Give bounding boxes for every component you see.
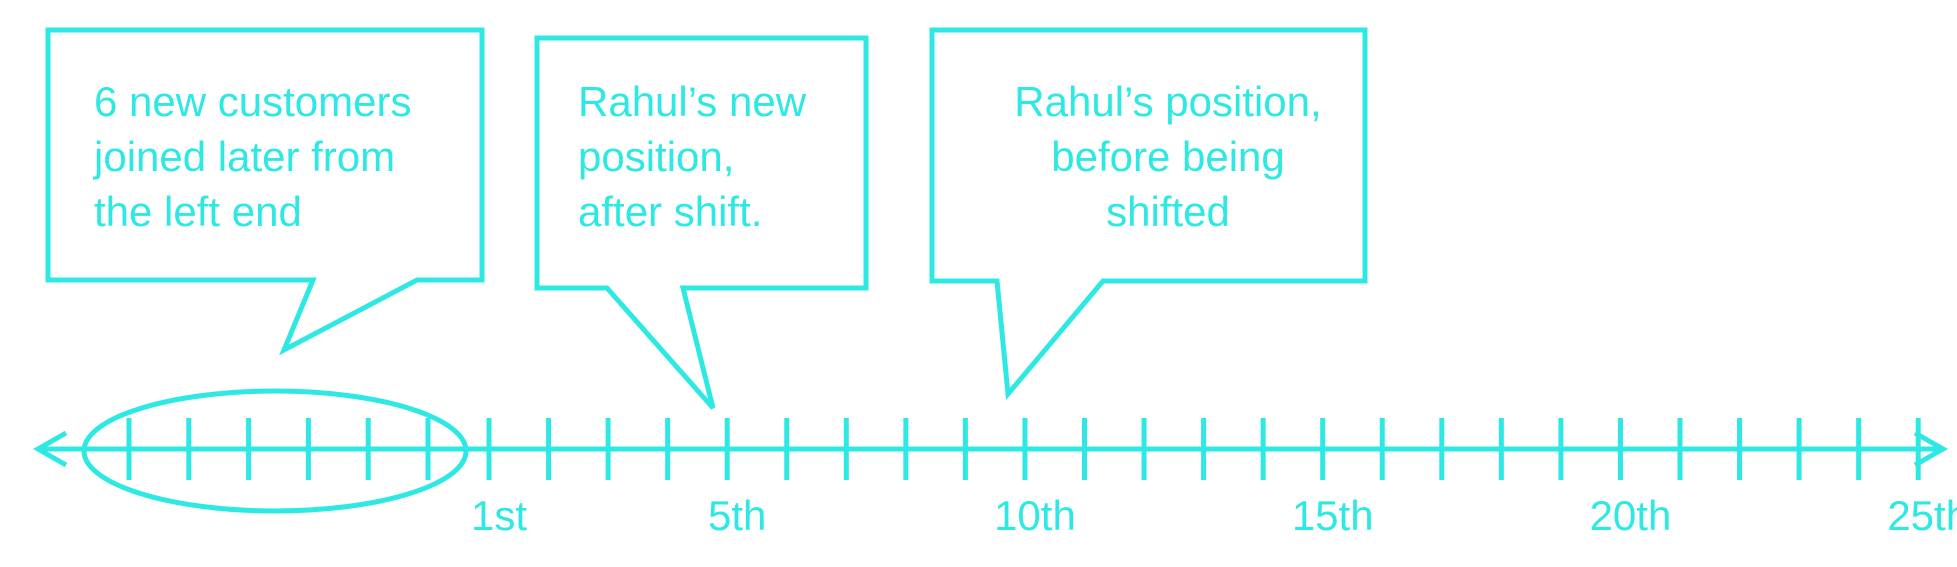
- tick-label: 20th: [1590, 492, 1672, 539]
- new-customers-ellipse: [81, 388, 469, 514]
- callout-text-line: joined later from: [92, 133, 395, 180]
- callout-bubble: [929, 27, 1368, 401]
- number-line: 1st 5th 10th 15th 20th 25th: [32, 388, 1957, 539]
- tick-label: 1st: [471, 492, 527, 539]
- right-arrow-icon: [1913, 430, 1949, 468]
- tick-label: 5th: [708, 492, 766, 539]
- callouts: 6 new customers joined later from the left…: [45, 27, 1368, 410]
- callout-text-line: 6 new customers: [94, 78, 411, 125]
- left-arrow-icon: [32, 430, 68, 468]
- callout-2: Rahul’s new position, after shift.: [534, 35, 869, 410]
- callout-1: 6 new customers joined later from the left…: [45, 27, 485, 356]
- callout-text-line: the left end: [94, 188, 302, 235]
- callout-bubble: [45, 27, 485, 356]
- callout-bubble: [534, 35, 869, 410]
- callout-text-line: after shift.: [578, 188, 762, 235]
- tick-label: 25th: [1887, 492, 1957, 539]
- callout-text-line: Rahul’s position,: [1014, 78, 1321, 125]
- callout-text-line: shifted: [1106, 188, 1230, 235]
- callout-text-line: Rahul’s new: [578, 78, 807, 125]
- callout-text-line: position,: [578, 133, 734, 180]
- callout-3: Rahul’s position, before being shifted: [929, 27, 1368, 401]
- tick-label: 10th: [994, 492, 1076, 539]
- tick-label: 15th: [1292, 492, 1374, 539]
- callout-text-line: before being: [1051, 133, 1285, 180]
